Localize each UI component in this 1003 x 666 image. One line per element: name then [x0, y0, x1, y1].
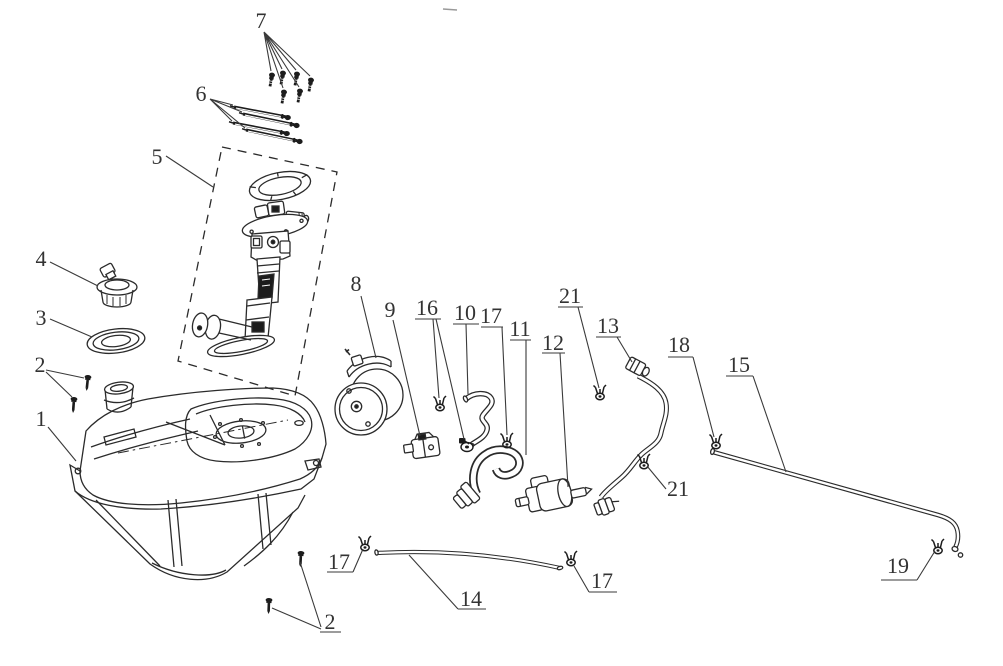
hose-clips — [357, 384, 945, 567]
callout-9: 9 — [385, 297, 421, 437]
callout-18: 18 — [668, 332, 715, 438]
callout-label: 3 — [36, 305, 47, 330]
callout-16: 16 — [415, 295, 465, 440]
callout-label: 12 — [542, 330, 564, 355]
callout-label: 11 — [509, 316, 530, 341]
fuel-hose-drawing — [452, 445, 524, 509]
callout-10: 10 — [453, 300, 479, 395]
callout-17-mid: 17 — [480, 303, 508, 436]
callout-label: 15 — [728, 352, 750, 377]
filler-neck — [103, 381, 135, 413]
callout-label: 17 — [480, 303, 502, 328]
callout-19: 19 — [881, 550, 936, 581]
callout-label: 5 — [152, 144, 163, 169]
gasket-drawing — [86, 327, 146, 355]
callout-2-top: 2 — [35, 352, 85, 398]
fuel-line-drawing — [593, 356, 669, 516]
callout-5: 5 — [152, 144, 214, 188]
callout-11: 11 — [509, 316, 531, 455]
fuel-tank-drawing — [69, 381, 327, 581]
callout-label: 17 — [591, 568, 613, 593]
tube-clamp — [459, 438, 474, 453]
callout-label: 2 — [35, 352, 46, 377]
callout-label: 7 — [256, 8, 267, 33]
callout-12: 12 — [542, 330, 569, 488]
callout-21-bottom: 21 — [646, 465, 689, 501]
callout-label: 14 — [460, 586, 482, 611]
callout-15: 15 — [726, 352, 787, 473]
pump-upper-housing — [250, 230, 291, 262]
callout-8: 8 — [351, 271, 377, 359]
callout-label: 21 — [667, 476, 689, 501]
callout-label: 21 — [559, 283, 581, 308]
callout-17-left: 17 — [327, 548, 364, 574]
callout-label: 1 — [36, 406, 47, 431]
callout-13: 13 — [596, 313, 633, 363]
callout-label: 9 — [385, 297, 396, 322]
callout-17-right: 17 — [573, 565, 617, 593]
callout-3: 3 — [36, 305, 93, 338]
callout-6: 6 — [196, 81, 246, 129]
callout-14: 14 — [408, 554, 486, 611]
drain-hose-drawing — [374, 549, 564, 571]
pump-gasket-ring — [248, 170, 312, 202]
callout-label: 17 — [328, 549, 350, 574]
fuel-cap-drawing — [96, 262, 138, 308]
callout-21-top: 21 — [558, 283, 600, 389]
callout-label: 19 — [887, 553, 909, 578]
valve-drawing — [402, 431, 441, 460]
callout-label: 13 — [597, 313, 619, 338]
stray-mark — [442, 8, 458, 11]
callout-label: 18 — [668, 332, 690, 357]
pump-float — [191, 312, 253, 341]
bolt-set — [266, 69, 315, 105]
callout-4: 4 — [36, 246, 99, 287]
fuel-filter-drawing — [514, 474, 593, 513]
callout-2-bottom: 2 — [271, 561, 341, 634]
breather-tube-drawing — [709, 447, 964, 558]
callout-label: 6 — [196, 81, 207, 106]
callout-label: 10 — [454, 300, 476, 325]
canister-drawing — [334, 348, 404, 436]
callout-1: 1 — [36, 406, 77, 462]
fuel-pump-assembly-drawing — [177, 146, 338, 397]
callout-label: 2 — [325, 609, 336, 634]
vent-pipe-drawing — [462, 390, 495, 449]
callout-label: 16 — [416, 295, 438, 320]
callout-7: 7 — [256, 8, 311, 89]
callout-label: 8 — [351, 271, 362, 296]
callout-label: 4 — [36, 246, 47, 271]
